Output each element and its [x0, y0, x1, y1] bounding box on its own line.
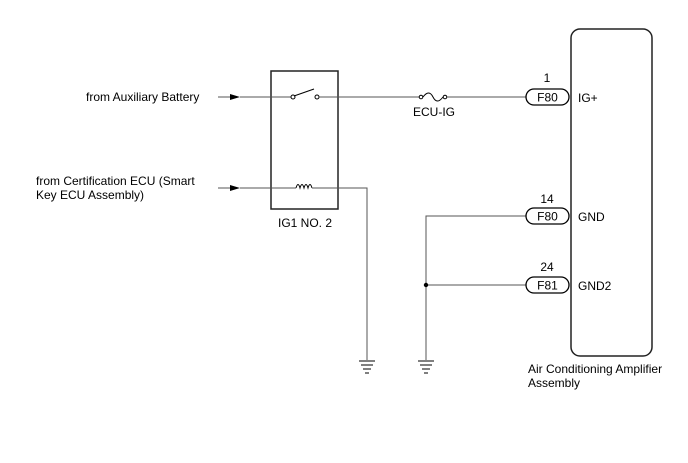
junction-dot: [423, 282, 429, 288]
fuse-icon: [418, 92, 448, 102]
connector-pin-24: 24 F81 GND2: [525, 260, 612, 294]
pin-number: 1: [544, 71, 551, 85]
arrow-certification-ecu: [218, 185, 240, 191]
connector-code: F81: [537, 279, 558, 293]
relay-coil-icon: [295, 184, 313, 190]
fuse-label: ECU-IG: [413, 105, 455, 119]
terminal-name: GND2: [578, 279, 612, 293]
source-label-auxiliary-battery: from Auxiliary Battery: [86, 90, 199, 104]
amplifier-box: [570, 28, 653, 357]
amplifier-label-line2: Assembly: [528, 376, 580, 390]
source-label-certification-ecu-line2: Key ECU Assembly): [36, 188, 144, 202]
ground-icon-relay: [359, 360, 375, 374]
ground-icon-amplifier: [418, 360, 434, 374]
connector-code: F80: [537, 210, 558, 224]
amplifier-label-line1: Air Conditioning Amplifier: [528, 362, 662, 376]
wire-pin-14-to-ground: [425, 215, 526, 360]
terminal-name: IG+: [578, 91, 598, 105]
relay-label: IG1 NO. 2: [278, 216, 332, 230]
pin-number: 24: [540, 260, 554, 274]
source-label-certification-ecu-line1: from Certification ECU (Smart: [36, 174, 195, 188]
wire-coil-to-ground: [312, 187, 368, 360]
connector-pin-14: 14 F80 GND: [525, 192, 605, 225]
connector-code: F80: [537, 91, 558, 105]
terminal-name: GND: [578, 210, 605, 224]
connector-pin-1: 1 F80 IG+: [525, 71, 598, 106]
arrow-auxiliary-battery: [218, 94, 240, 100]
pin-number: 14: [540, 192, 554, 206]
